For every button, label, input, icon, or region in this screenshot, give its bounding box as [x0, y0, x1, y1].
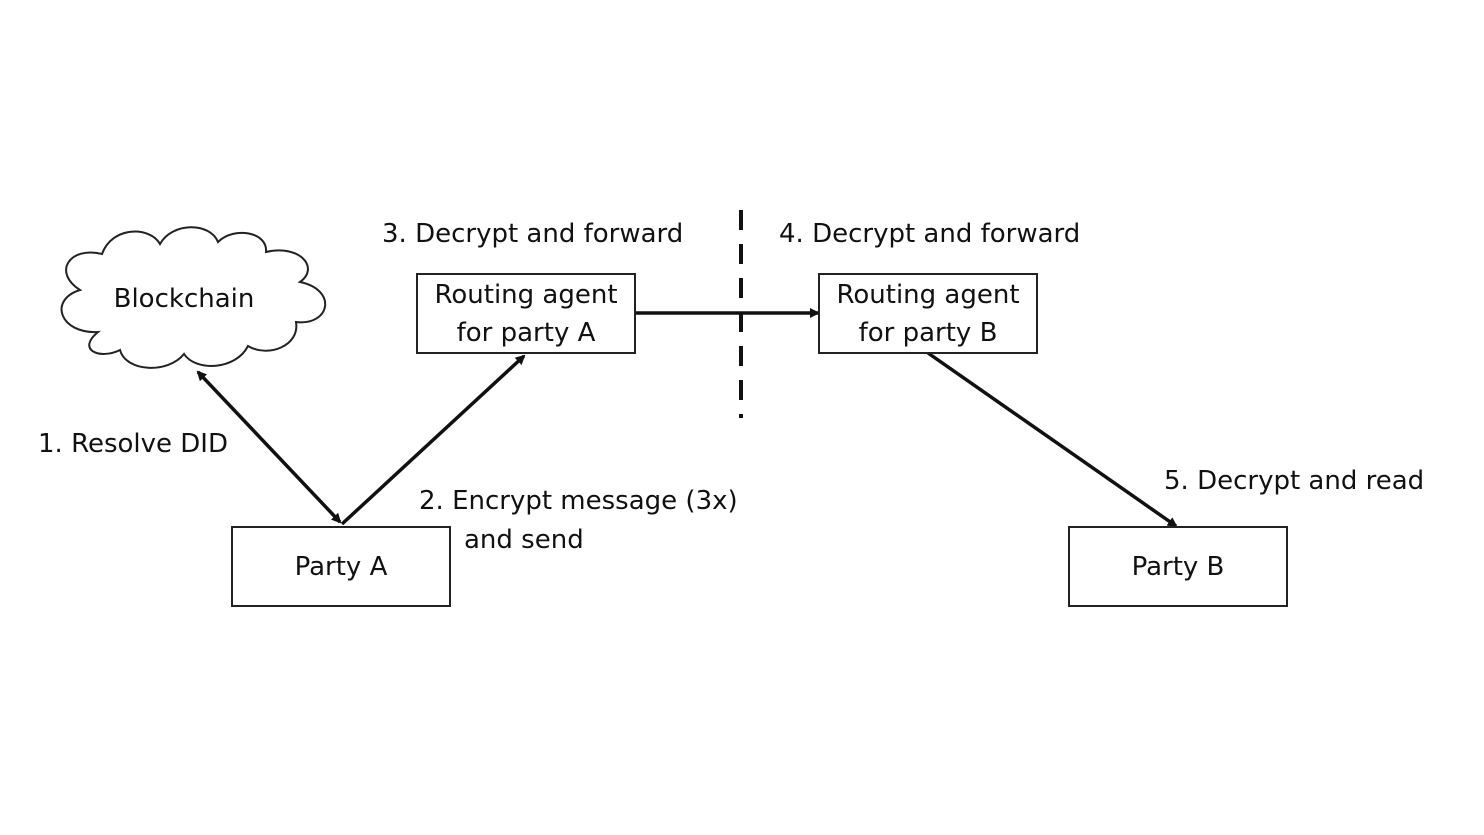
edge-resolve-did-arrow	[196, 370, 342, 524]
step-5-label: 5. Decrypt and read	[1164, 466, 1425, 496]
routing-agent-b-line1: Routing agent	[836, 279, 1020, 310]
step-4-label: 4. Decrypt and forward	[779, 219, 1081, 249]
blockchain-cloud	[60, 226, 327, 369]
edge-encrypt-send-arrow	[340, 354, 526, 526]
party-a-box: Party A	[231, 526, 451, 607]
blockchain-label: Blockchain	[113, 284, 255, 314]
step-3-label: 3. Decrypt and forward	[382, 219, 684, 249]
step-2-label-line1: 2. Encrypt message (3x)	[419, 486, 738, 516]
routing-agent-b-box: Routing agent for party B	[818, 273, 1038, 354]
party-b-label: Party B	[1131, 551, 1225, 582]
routing-agent-a-box: Routing agent for party A	[416, 273, 636, 354]
step-2-label-line2: and send	[464, 525, 584, 555]
edge-deliver-arrow	[926, 351, 1178, 528]
step-1-label: 1. Resolve DID	[38, 429, 228, 459]
routing-agent-b-line2: for party B	[858, 317, 998, 348]
party-a-label: Party A	[294, 551, 388, 582]
routing-agent-a-line1: Routing agent	[434, 279, 618, 310]
party-b-box: Party B	[1068, 526, 1288, 607]
routing-agent-a-line2: for party A	[456, 317, 596, 348]
